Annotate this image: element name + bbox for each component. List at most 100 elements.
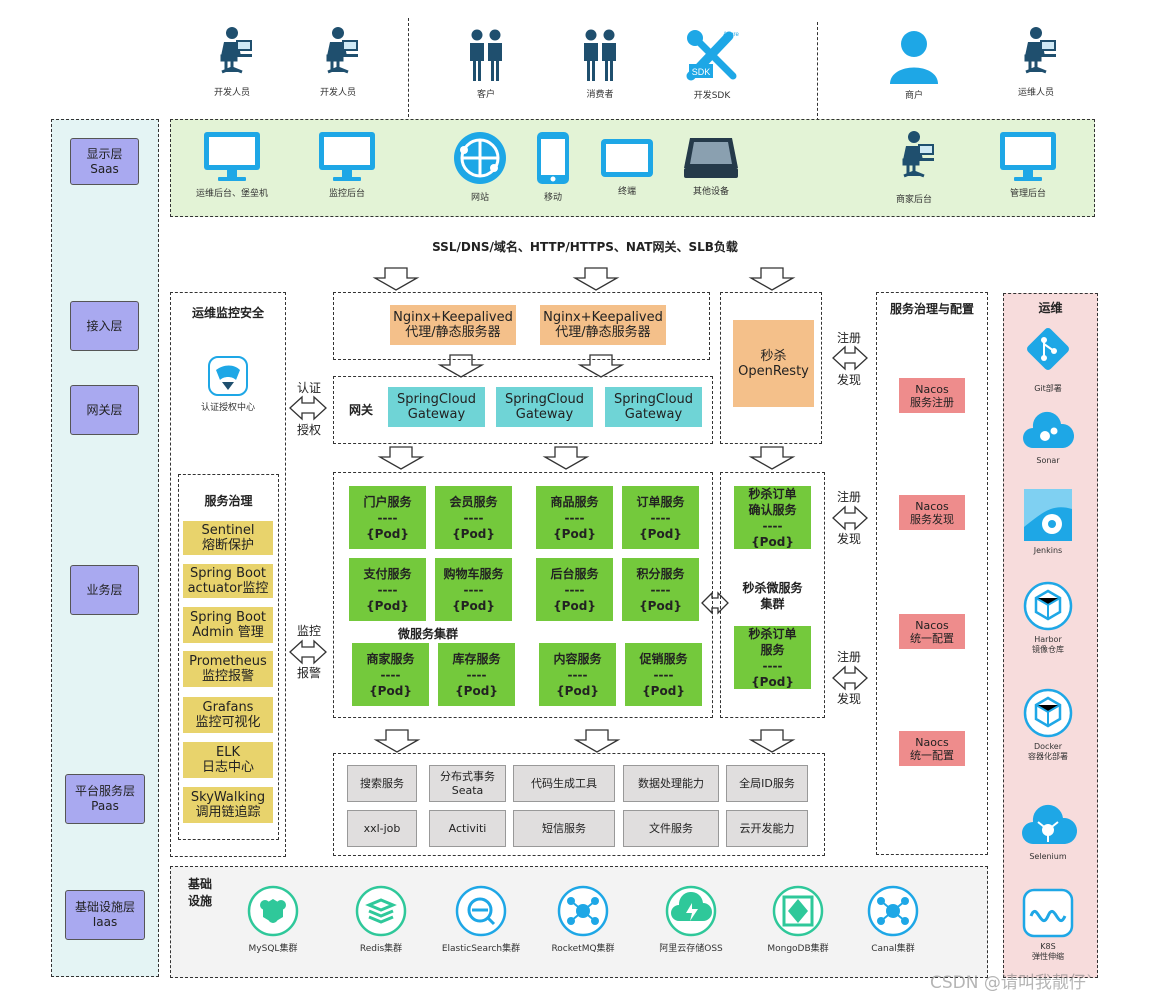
- infra-item: MongoDB集群: [747, 885, 849, 954]
- svc-pod: {Pod}: [553, 526, 596, 541]
- svc-name: 库存服务: [452, 651, 501, 666]
- gateway-group: [333, 376, 713, 444]
- terminal-label: 移动: [543, 193, 562, 203]
- ops-tool-label: Docker: [1033, 742, 1062, 751]
- gov-desc: 熔断保护: [201, 538, 254, 553]
- seckill-cluster-label: 秒杀微服务 集群: [720, 580, 825, 612]
- gateway-name: SpringCloud: [613, 392, 694, 407]
- svc-pod: {Pod}: [642, 683, 685, 698]
- infra-title: 基础 设施: [188, 876, 212, 910]
- microservice-node: 门户服务----{Pod}: [349, 486, 426, 549]
- registry-link-label: 注册发现: [834, 646, 864, 710]
- monitor-link-bottom: 报警: [296, 666, 321, 680]
- nacos-role: 统一配置: [910, 748, 954, 762]
- actor-label: 运维人员: [1017, 88, 1054, 98]
- ops-tool-label: Git部署: [1034, 384, 1062, 393]
- nginx-role: 代理/静态服务器: [555, 325, 651, 340]
- platform-service-name: 文件服务: [649, 821, 693, 835]
- gateway-name: SpringCloud: [504, 392, 585, 407]
- terminal-website: 网站: [450, 130, 510, 203]
- governance-panel: [178, 474, 279, 840]
- layer-label: 基础设施层: [74, 900, 135, 914]
- svc-separator: ----: [650, 510, 671, 525]
- jenkins-icon: [1024, 489, 1072, 541]
- tablet-icon: [601, 139, 653, 177]
- terminal-label: 管理后台: [1009, 189, 1046, 199]
- layer-label: 接入层: [86, 318, 123, 333]
- nginx-name: Nginx+Keepalived: [543, 310, 663, 325]
- layer-label: 显示层: [86, 146, 123, 161]
- layer-display: 显示层 Saas: [70, 138, 139, 185]
- double-arrow: [832, 505, 868, 531]
- nginx-group: [333, 292, 710, 360]
- svc-pod: {Pod}: [751, 674, 794, 689]
- double-arrow: [832, 345, 868, 371]
- sonar-icon: [1023, 411, 1075, 448]
- gov-name: Grafans: [202, 700, 254, 715]
- down-arrow: [437, 354, 485, 378]
- ops-tool-k8s: K8S 弹性伸缩: [1016, 888, 1080, 962]
- nginx-name: Nginx+Keepalived: [393, 310, 513, 325]
- platform-service: xxl-job: [347, 810, 417, 847]
- ops-tool-selenium: Selenium: [1016, 800, 1080, 861]
- svc-separator: ----: [377, 582, 398, 597]
- actor-label: 客户: [476, 90, 495, 100]
- openresty-node: 秒杀 OpenResty: [733, 320, 814, 407]
- gov-desc: actuator监控: [187, 581, 269, 596]
- scanner-icon: [684, 138, 738, 178]
- platform-service: 搜索服务: [347, 765, 417, 802]
- ops-tool-sonar: Sonar: [1016, 410, 1080, 465]
- infra-item: Canal集群: [842, 885, 944, 954]
- openresty-label: 秒杀: [760, 348, 787, 364]
- gov-desc: 监控可视化: [195, 715, 261, 730]
- down-arrow: [577, 354, 625, 378]
- redis-icon: [355, 885, 407, 937]
- layer-label: 网关层: [86, 402, 123, 417]
- terminal-merchant-console: 商家后台: [886, 129, 942, 205]
- registry-bottom: 发现: [836, 532, 861, 546]
- terminal-label: 监控后台: [328, 189, 365, 199]
- down-arrow: [542, 446, 590, 470]
- svc-name: 服务: [760, 642, 785, 657]
- registry-link-label: 注册发现: [834, 327, 864, 391]
- infra-item: 阿里云存储OSS: [640, 885, 742, 954]
- sdk-tag: Azure: [723, 32, 739, 38]
- down-arrow: [373, 729, 421, 753]
- access-title: SSL/DNS/域名、HTTP/HTTPS、NAT网关、SLB负载: [432, 240, 738, 254]
- ops-tool-sublabel: 弹性伸缩: [1032, 952, 1064, 961]
- layer-platform: 平台服务层 Paas: [65, 774, 145, 824]
- microservice-node: 商家服务----{Pod}: [352, 643, 429, 706]
- nacos-name: Naocs: [915, 735, 949, 749]
- svc-name: 购物车服务: [443, 566, 504, 581]
- svc-pod: {Pod}: [556, 683, 599, 698]
- registry-link-label: 注册发现: [834, 486, 864, 550]
- registry-top: 注册: [836, 650, 861, 664]
- gov-desc: 监控报警: [201, 669, 254, 684]
- gateway-name: SpringCloud: [396, 392, 477, 407]
- actor-sdk: SDK Azure 开发SDK: [684, 28, 740, 101]
- infra-label: MySQL集群: [248, 944, 298, 954]
- ops-security-title: 运维监控安全: [191, 306, 264, 320]
- openresty-group: [720, 292, 822, 444]
- nginx-role: 代理/静态服务器: [405, 325, 501, 340]
- auth-center-label: 认证授权中心: [200, 403, 255, 413]
- actor-label: 消费者: [586, 90, 614, 100]
- layer-sublabel: Saas: [90, 161, 119, 176]
- auth-center: 认证授权中心: [180, 356, 276, 413]
- ops-tool-label: K8S: [1040, 942, 1056, 951]
- actor-label: 开发SDK: [693, 91, 731, 101]
- nginx-node: Nginx+Keepalived 代理/静态服务器: [540, 305, 666, 345]
- down-arrow: [572, 267, 620, 291]
- svc-separator: ----: [463, 582, 484, 597]
- double-arrow: [832, 665, 868, 691]
- svc-pod: {Pod}: [366, 526, 409, 541]
- config-panel-title: 服务治理与配置: [889, 302, 974, 316]
- nginx-node: Nginx+Keepalived 代理/静态服务器: [390, 305, 516, 345]
- auth-center-icon: [208, 356, 248, 396]
- actor-divider: [408, 18, 409, 213]
- terminal-label: 网站: [470, 193, 489, 203]
